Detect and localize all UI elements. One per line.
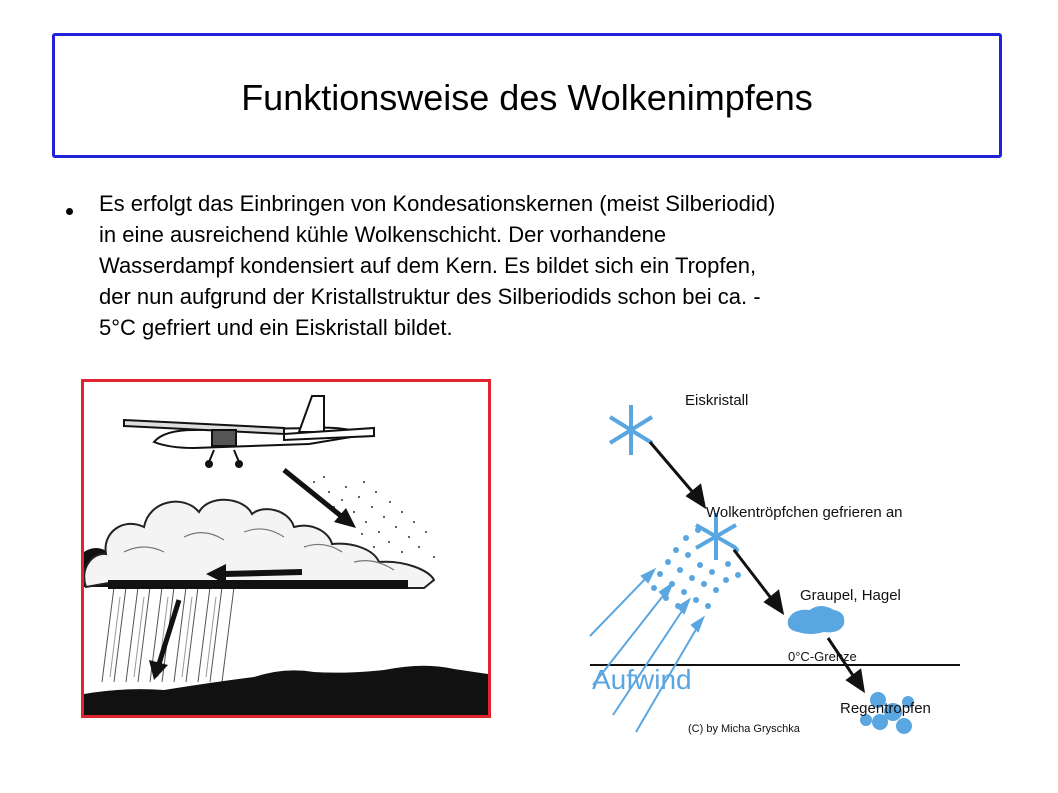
arrow-seeding (282, 468, 356, 528)
ice-crystal-icon (608, 405, 654, 455)
raindrops-icon (860, 692, 914, 734)
seeding-particles (313, 476, 435, 558)
ice-crystal-diagram-svg: Eiskristall Wolkentröpfchen gefrieren an… (589, 392, 960, 735)
updraft-arrows (589, 567, 706, 733)
seeding-illustration-svg (84, 395, 488, 715)
label-aufwind: Aufwind (592, 664, 692, 695)
cloud-base (108, 580, 408, 589)
graupel-icon (787, 606, 845, 634)
process-arrows (648, 441, 866, 694)
bullet-text: Es erfolgt das Einbringen von Kondesatio… (99, 191, 776, 340)
bullet-icon (66, 208, 73, 215)
airplane-tail (297, 395, 325, 433)
airplane-engine (211, 429, 237, 447)
freezing-crystal-icon (695, 513, 737, 560)
seeding-illustration (81, 379, 491, 718)
ice-crystal-diagram: Eiskristall Wolkentröpfchen gefrieren an… (588, 380, 968, 740)
airplane-wing (123, 418, 285, 436)
label-wolkentroepfchen: Wolkentröpfchen gefrieren an (706, 504, 903, 521)
label-eiskristall: Eiskristall (685, 392, 748, 409)
cloud-droplets (651, 527, 741, 609)
arrow-cloud-flow (206, 564, 303, 584)
ground-hills (84, 665, 488, 715)
airplane (123, 395, 375, 468)
label-copyright: (C) by Micha Gryschka (688, 723, 801, 735)
arrow-precipitation (149, 599, 182, 680)
slide-title: Funktionsweise des Wolkenimpfens (241, 76, 813, 118)
cloud (84, 498, 436, 589)
label-regentropfen: Regentropfen (840, 700, 931, 717)
title-box: Funktionsweise des Wolkenimpfens (52, 33, 1002, 158)
airplane-stabilizer (283, 426, 375, 442)
label-grenze: 0°C-Grenze (788, 649, 857, 664)
label-graupel: Graupel, Hagel (800, 587, 901, 604)
cloud-detail (123, 528, 395, 571)
